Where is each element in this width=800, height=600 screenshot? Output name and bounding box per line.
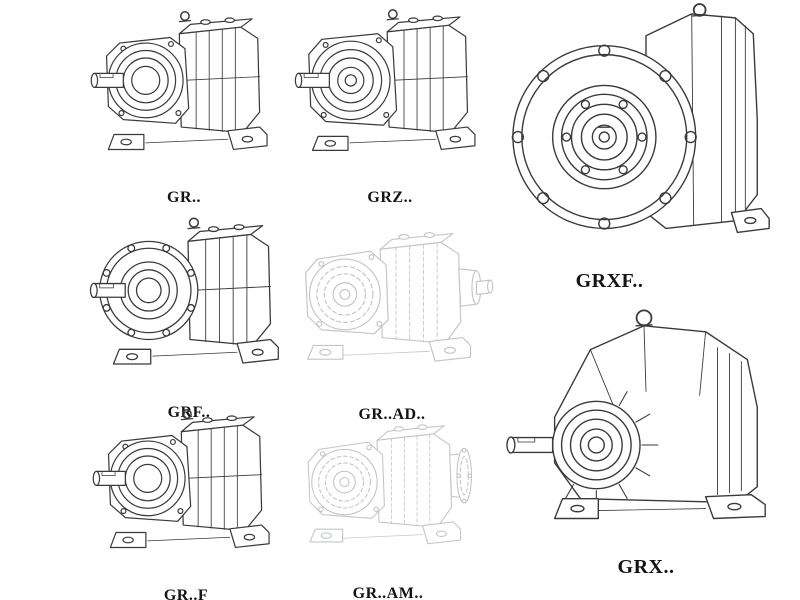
- product-label-grx: GRX..: [617, 556, 675, 579]
- product-figure-grxf: GRXF..: [497, 0, 795, 293]
- product-label-grf: GRF..: [167, 404, 211, 422]
- product-figure-grx: GRX..: [497, 296, 795, 579]
- gearbox-adapter-shaft-phantom-drawing: [286, 210, 498, 406]
- product-label-gram: GR..AM..: [352, 585, 424, 600]
- gearbox-foot-mounted-drawing: [88, 400, 284, 587]
- product-label-grxf: GRXF..: [575, 270, 644, 293]
- product-label-gr: GR..: [167, 188, 201, 206]
- gearbox-foot-mounted-drawing: [292, 2, 488, 189]
- product-figure-gr: GR..: [86, 2, 282, 205]
- product-figure-grz: GRZ..: [292, 2, 488, 205]
- product-figure-grff: GR..F: [88, 400, 284, 600]
- gearbox-foot-mounted-drawing: [86, 2, 282, 189]
- gearbox-motor-flange-phantom-drawing: [290, 404, 486, 585]
- gearbox-radial-fin-drawing: [497, 296, 795, 556]
- gearbox-flange-foot-drawing: [84, 208, 294, 404]
- gearbox-flange-front-drawing: [497, 0, 795, 270]
- product-figure-gram: GR..AM..: [290, 404, 486, 600]
- product-figure-grf: GRF..: [84, 208, 294, 422]
- product-label-grz: GRZ..: [367, 188, 413, 206]
- product-figure-grad: GR..AD..: [286, 210, 498, 424]
- product-label-grff: GR..F: [163, 586, 209, 600]
- product-label-grad: GR..AD..: [358, 406, 426, 424]
